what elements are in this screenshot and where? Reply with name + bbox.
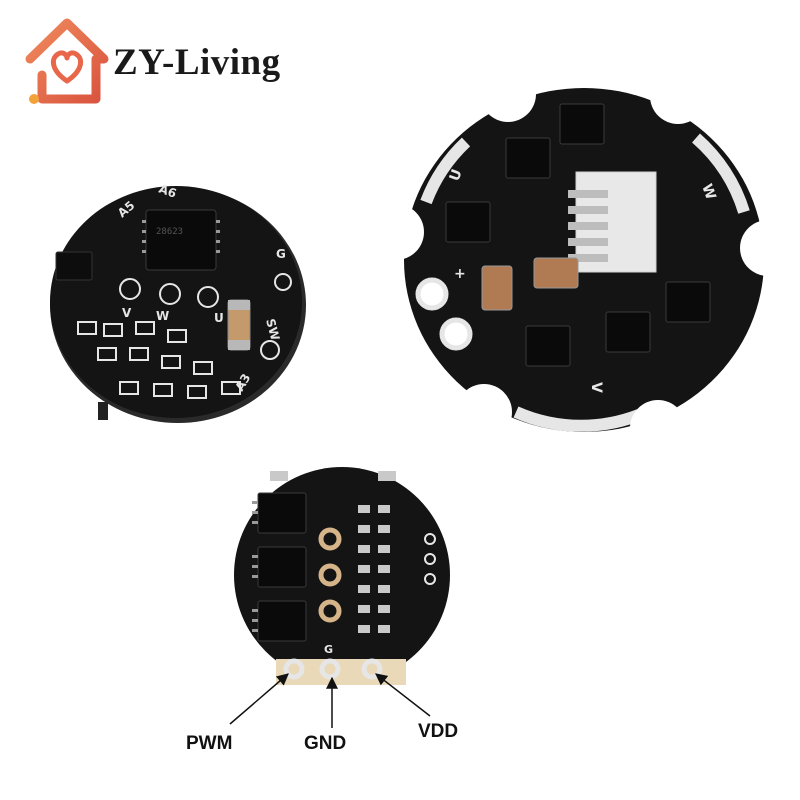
silk-label: + <box>454 266 466 282</box>
silk-label: SW <box>263 317 282 342</box>
brand-name: ZY-Living <box>113 42 281 83</box>
silk-label: V <box>122 306 132 320</box>
gnd-label: GND <box>304 733 347 754</box>
pcb-board-driver: U W V + <box>404 88 764 432</box>
pwm-label: PWM <box>186 733 233 754</box>
silk-label: G <box>276 247 286 261</box>
vdd-label: VDD <box>418 721 459 742</box>
silk-label: V <box>588 382 604 393</box>
silk-label: W <box>156 309 169 323</box>
silk-label: U <box>447 167 466 183</box>
pcb-board-controller: 28623 A6 A5 U W V G SW A3 <box>50 182 306 423</box>
silk-label: G <box>324 643 333 656</box>
silk-label: U <box>214 311 224 325</box>
silk-label: W <box>698 182 718 202</box>
house-heart-icon <box>25 18 109 104</box>
silk-label: A6 <box>157 182 178 201</box>
pcb-board-pinout: G <box>234 467 450 685</box>
svg-text:28623: 28623 <box>156 227 183 237</box>
